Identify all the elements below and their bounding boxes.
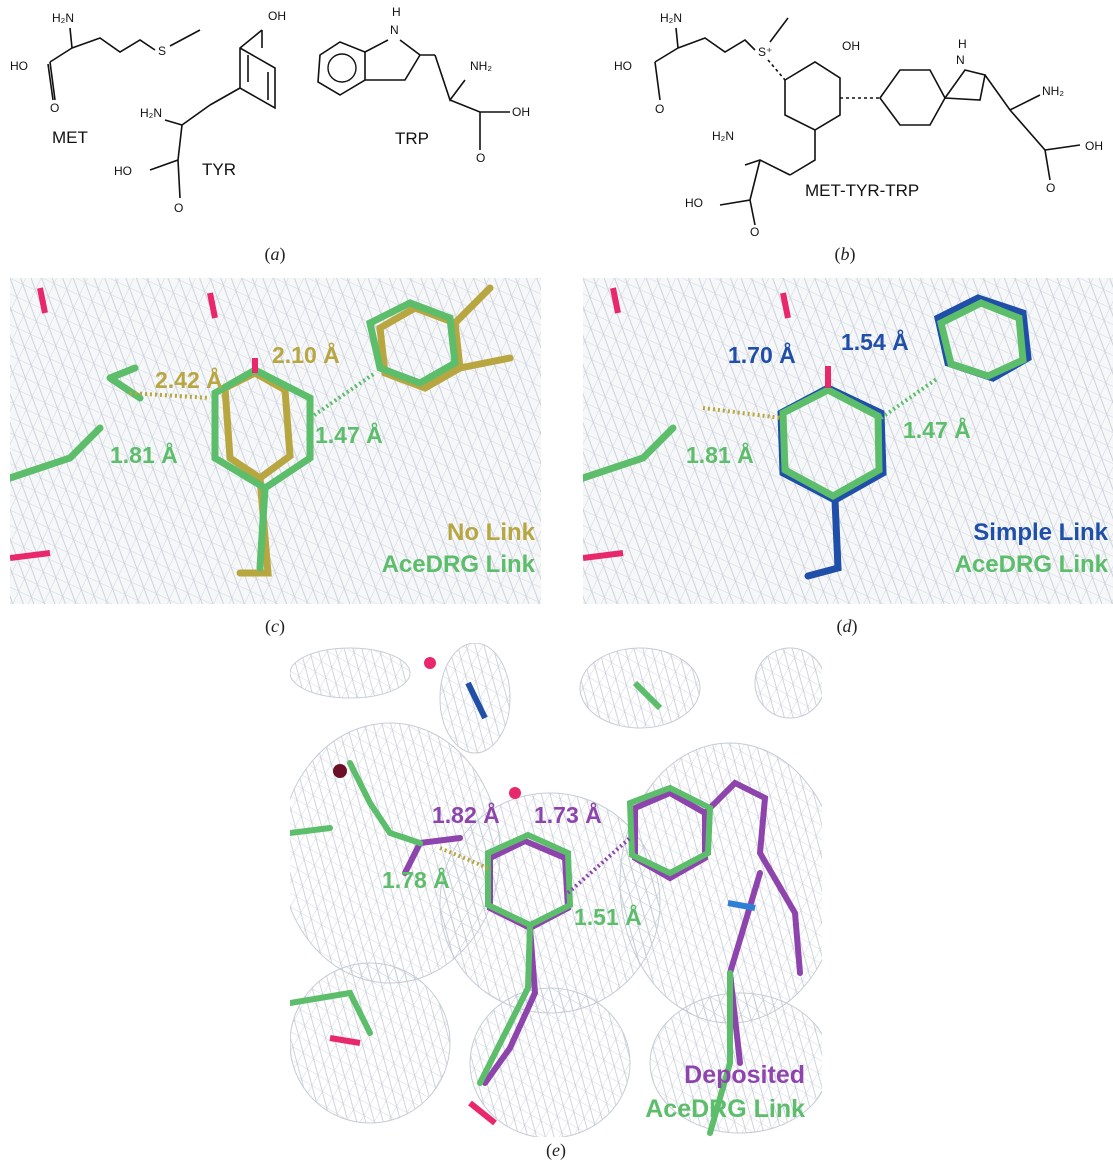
met-tyr-trp-structure: H₂N HO O S⁺ OH H N NH₂ OH O H₂N HO O MET… [614,11,1103,239]
legend-line-1: Deposited [684,1061,805,1089]
b-trp-oh: OH [1085,139,1103,153]
oxygen-stick [329,1035,361,1046]
legend-line-1: No Link [447,519,536,546]
water-oxygen [509,787,521,799]
distance-label: 2.42 Å [155,366,223,393]
oxygen-stick [207,292,218,319]
nitrogen-stick [727,900,756,911]
panel-c-density-view: 2.42 Å 2.10 Å 1.47 Å 1.81 Å No Link AceD… [10,278,541,604]
water-oxygen [424,657,436,669]
distance-label: 1.51 Å [574,903,642,930]
oxygen-stick [10,550,51,561]
carbon-stick [632,680,663,711]
distance-label: 1.73 Å [534,801,602,828]
legend-line-1: Simple Link [973,519,1108,546]
carbon-link [566,836,632,895]
trp-h: H [392,5,401,19]
tyr-ho: HO [114,164,132,178]
b-tyr-oh: OH [842,39,860,53]
sulfur-link-nolink [129,391,211,400]
carbon-link [879,376,940,420]
distance-label: 1.70 Å [728,341,796,368]
b-met-ho: HO [614,59,632,73]
b-label: MET-TYR-TRP [805,181,919,200]
b-met-o: O [655,102,664,116]
nitrogen-stick [465,681,488,720]
caption-e: (e) [546,1140,566,1160]
distance-label: 1.54 Å [841,328,909,355]
legend-line-2: AceDRG Link [382,551,536,578]
distance-label: 1.82 Å [432,801,500,828]
distance-label: 1.78 Å [382,866,450,893]
met-ho: HO [10,59,28,73]
met-h2n: H₂N [52,11,74,25]
oxygen-stick [468,1100,497,1126]
trp-o: O [476,151,485,165]
met-structure: H₂N HO S O MET [10,11,201,147]
tyr-h2n: H₂N [140,106,162,120]
distance-label: 1.47 Å [903,416,971,443]
caption-a: (a) [264,244,286,264]
electron-density-mesh [290,643,822,1137]
b-tyr-o: O [750,225,759,239]
distance-label: 2.10 Å [272,341,340,368]
panel-b-structure: H₂N HO O S⁺ OH H N NH₂ OH O H₂N HO O MET… [614,11,1103,239]
panel-e-density-view: 1.82 Å 1.73 Å 1.78 Å 1.51 Å Deposited Ac… [290,643,822,1137]
acedrg-model [290,760,733,1136]
oxygen-stick [610,287,621,314]
distance-label: 1.81 Å [686,441,754,468]
caption-b: (b) [834,244,856,264]
b-trp-nh2: NH₂ [1042,84,1064,98]
panel-d-density-view: 1.70 Å 1.54 Å 1.47 Å 1.81 Å Simple Link … [583,278,1113,604]
tyr-oh: OH [268,9,286,23]
b-tyr-h2n: H₂N [712,129,734,143]
trp-oh: OH [512,105,530,119]
acedrg-model [583,299,1027,501]
b-tyr-ho: HO [685,196,703,210]
distance-label: 1.81 Å [110,441,178,468]
sulfur-link [702,406,782,420]
panel-a-structures: H₂N HO S O MET OH H₂N HO O TYR H N NH₂ O… [10,5,530,215]
carbon-link [308,371,377,420]
tyr-o: O [174,201,183,215]
tyr-structure: OH H₂N HO O TYR [114,9,286,215]
caption-c: (c) [265,616,285,636]
legend-line-2: AceDRG Link [955,551,1109,578]
oxygen-stick [780,292,791,319]
met-label: MET [52,128,88,147]
b-trp-n: N [956,53,965,67]
sulfur-link [439,846,489,870]
legend-line-2: AceDRG Link [645,1095,805,1123]
caption-d: (d) [836,616,858,636]
b-splus: S⁺ [758,45,772,59]
trp-n: N [390,23,399,37]
b-met-h2n: H₂N [660,11,682,25]
met-s: S [158,44,166,58]
oxygen-stick [37,287,48,314]
oxygen-stick [583,550,624,561]
trp-nh2: NH₂ [470,59,492,73]
distance-label: 1.47 Å [315,421,383,448]
water-oxygen [333,764,347,778]
trp-label: TRP [395,129,429,148]
b-trp-h: H [958,37,967,51]
trp-structure: H N NH₂ OH O TRP [317,5,530,165]
tyr-label: TYR [202,160,236,179]
met-o: O [50,101,59,115]
b-trp-o: O [1046,181,1055,195]
